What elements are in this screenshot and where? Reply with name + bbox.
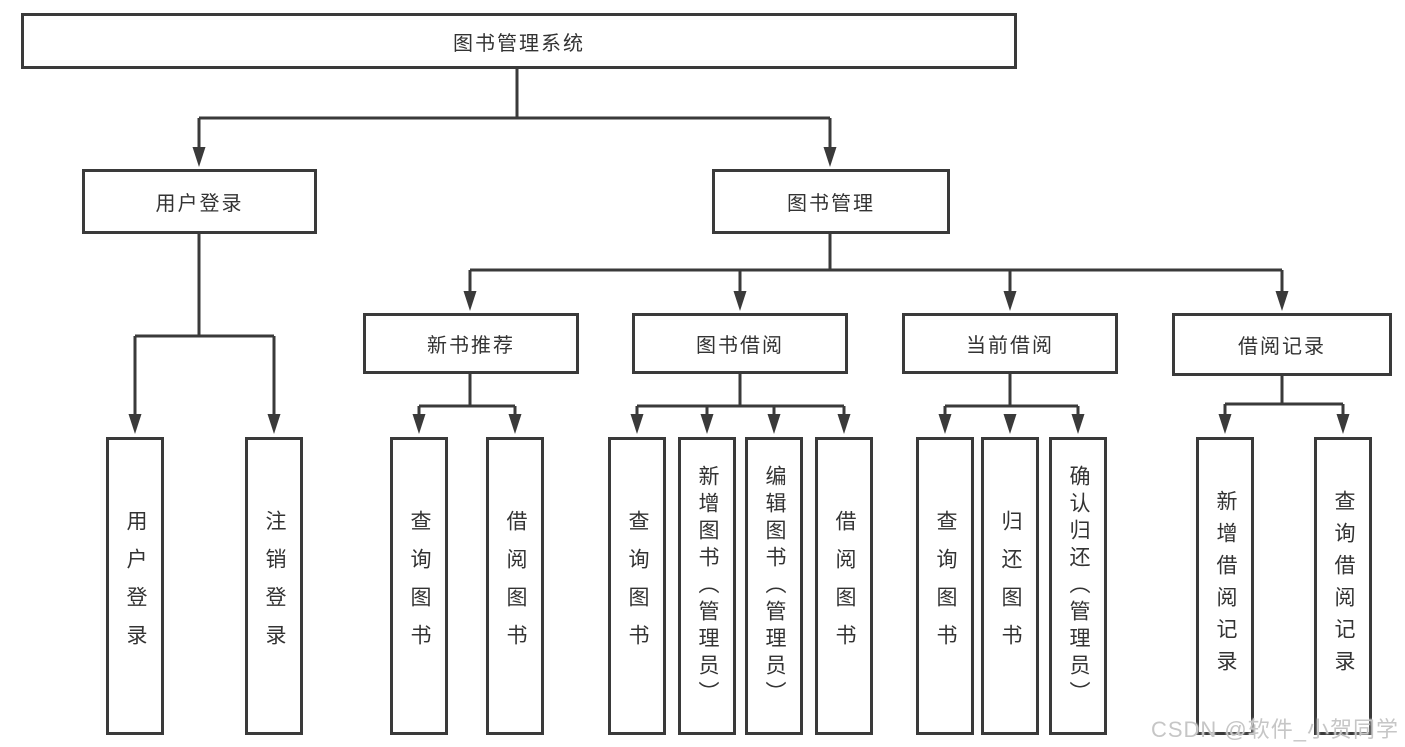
node-label: 借阅记录: [1238, 336, 1326, 358]
connector-new-book-to-children: [412, 373, 522, 434]
node-confirm-return-admin: 确认归还（管理员）: [1049, 437, 1107, 735]
node-logout-action: 注销登录: [245, 437, 303, 735]
arrowhead: [733, 291, 747, 311]
arrowhead: [463, 291, 477, 311]
node-label: 图书管理系统: [453, 32, 585, 55]
node-label: 查询图书: [934, 510, 957, 662]
connector-book-mgmt-to-children: [463, 234, 1289, 311]
node-label: 新增借阅记录: [1214, 490, 1237, 682]
node-label: 确认归还（管理员）: [1067, 464, 1090, 708]
node-query-books-recommend: 查询图书: [390, 437, 448, 735]
arrowhead: [1336, 414, 1350, 434]
node-label: 借阅图书: [504, 510, 527, 662]
node-edit-book-admin: 编辑图书（管理员）: [745, 437, 803, 735]
arrowhead: [767, 414, 781, 434]
node-user-login: 用户登录: [82, 169, 317, 234]
connector-borrow-records-to-children: [1218, 376, 1350, 434]
arrowhead: [192, 147, 206, 167]
node-borrow-books-recommend: 借阅图书: [486, 437, 544, 735]
node-label: 图书管理: [787, 193, 875, 215]
node-label: 注销登录: [263, 510, 286, 662]
csdn-watermark: CSDN @软件_小贺同学: [1150, 717, 1399, 742]
arrowhead: [1003, 291, 1017, 311]
connector-current-borrow-to-children: [938, 373, 1085, 434]
node-library-system: 图书管理系统: [21, 13, 1017, 69]
node-user-login-action: 用户登录: [106, 437, 164, 735]
arrowhead: [1003, 414, 1017, 434]
node-label: 新书推荐: [427, 335, 515, 357]
arrowhead: [630, 414, 644, 434]
connector-path: [417, 373, 517, 418]
connector-path: [468, 234, 1284, 294]
arrowhead: [938, 414, 952, 434]
arrowhead: [823, 147, 837, 167]
node-label: 用户登录: [124, 510, 147, 662]
connector-user-login-to-children: [128, 234, 281, 434]
node-label: 图书借阅: [696, 335, 784, 357]
connector-path: [133, 234, 276, 418]
node-label: 借阅图书: [833, 510, 856, 662]
connector-path: [1223, 376, 1345, 418]
node-borrow-books-action: 借阅图书: [815, 437, 873, 735]
node-book-management: 图书管理: [712, 169, 950, 234]
arrowhead: [412, 414, 426, 434]
node-label: 编辑图书（管理员）: [763, 464, 786, 708]
node-add-book-admin: 新增图书（管理员）: [678, 437, 736, 735]
connector-path: [197, 68, 832, 150]
arrowhead: [837, 414, 851, 434]
node-label: 查询图书: [408, 510, 431, 662]
arrowhead: [508, 414, 522, 434]
node-return-book: 归还图书: [981, 437, 1039, 735]
node-label: 查询借阅记录: [1332, 490, 1355, 682]
arrowhead: [700, 414, 714, 434]
node-label: 归还图书: [999, 510, 1022, 662]
node-add-borrow-record: 新增借阅记录: [1196, 437, 1254, 735]
node-book-borrowing: 图书借阅: [632, 313, 848, 374]
node-label: 用户登录: [155, 193, 244, 215]
node-query-books-borrowing: 查询图书: [608, 437, 666, 735]
arrowhead: [267, 414, 281, 434]
node-current-borrowing: 当前借阅: [902, 313, 1118, 374]
arrowhead: [128, 414, 142, 434]
node-label: 当前借阅: [966, 335, 1054, 357]
node-query-borrow-record: 查询借阅记录: [1314, 437, 1372, 735]
node-borrowing-records: 借阅记录: [1172, 313, 1392, 376]
node-new-book-recommend: 新书推荐: [363, 313, 579, 374]
connector-path: [635, 373, 846, 418]
arrowhead: [1275, 291, 1289, 311]
node-label: 新增图书（管理员）: [696, 464, 719, 708]
arrowhead: [1218, 414, 1232, 434]
connector-book-borrow-to-children: [630, 373, 851, 434]
arrowhead: [1071, 414, 1085, 434]
connector-root-to-level2: [192, 68, 837, 167]
node-query-books-current: 查询图书: [916, 437, 974, 735]
connector-path: [943, 373, 1080, 418]
node-label: 查询图书: [626, 510, 649, 662]
